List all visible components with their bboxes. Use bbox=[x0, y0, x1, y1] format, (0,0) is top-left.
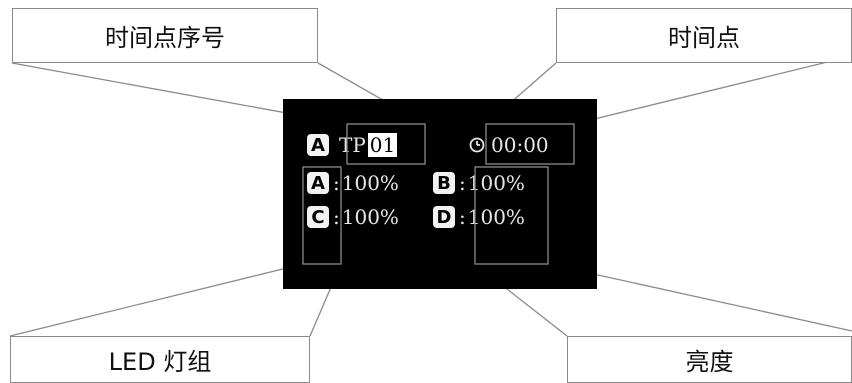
channel-badge: D bbox=[433, 206, 455, 228]
callout-time-point-label: 时间点 bbox=[668, 24, 740, 52]
channel-badge: C bbox=[307, 206, 329, 228]
device-screen: A TP 01 00:00 A : 100% B : 100% C : 100%… bbox=[283, 99, 597, 289]
channel-separator: : bbox=[459, 171, 466, 195]
time-point-row: A TP 01 bbox=[307, 133, 398, 157]
channel-b: B : 100% bbox=[433, 171, 525, 195]
callout-led-group-label: LED 灯组 bbox=[108, 348, 212, 376]
time-value: 00:00 bbox=[491, 133, 549, 157]
channel-badge: A bbox=[307, 172, 329, 194]
channel-brightness: 100% bbox=[341, 205, 399, 229]
channel-badge: B bbox=[433, 172, 455, 194]
channel-separator: : bbox=[333, 205, 340, 229]
channel-d: D : 100% bbox=[433, 205, 525, 229]
channel-c: C : 100% bbox=[307, 205, 399, 229]
mode-badge: A bbox=[307, 134, 329, 156]
channel-brightness: 100% bbox=[467, 205, 525, 229]
channel-brightness: 100% bbox=[467, 171, 525, 195]
channel-separator: : bbox=[459, 205, 466, 229]
callout-tp-index: 时间点序号 bbox=[12, 8, 318, 63]
callout-brightness-label: 亮度 bbox=[685, 348, 734, 376]
channel-brightness: 100% bbox=[341, 171, 399, 195]
callout-time-point: 时间点 bbox=[556, 8, 852, 63]
callout-led-group: LED 灯组 bbox=[10, 336, 310, 383]
tp-prefix: TP bbox=[339, 133, 366, 157]
channel-a: A : 100% bbox=[307, 171, 399, 195]
callout-tp-index-label: 时间点序号 bbox=[105, 24, 225, 52]
channel-separator: : bbox=[333, 171, 340, 195]
callout-brightness: 亮度 bbox=[567, 336, 852, 383]
time-display: 00:00 bbox=[469, 133, 549, 157]
tp-number: 01 bbox=[367, 133, 398, 157]
clock-icon bbox=[469, 137, 485, 153]
